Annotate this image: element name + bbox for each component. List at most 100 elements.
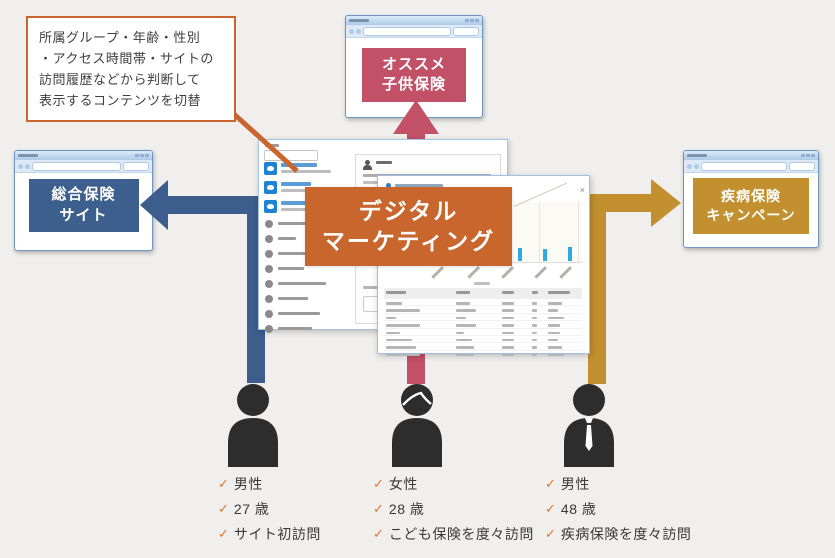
sidebar-app-item xyxy=(264,200,321,213)
cell-text-bar xyxy=(386,331,400,335)
cell-text-bar xyxy=(548,316,564,320)
cell-text-bar xyxy=(548,346,562,349)
cell-text-bar xyxy=(502,302,514,305)
cell-text-bar xyxy=(548,309,558,312)
attribute-text: 疾病保険を度々訪問 xyxy=(560,526,692,542)
forward-button-icon xyxy=(25,163,30,169)
person-icon xyxy=(365,160,370,165)
close-icon: × xyxy=(579,185,585,195)
chart-bar xyxy=(568,247,572,261)
persona-attributes-1: ✓男性 ✓27 歳 ✓サイト初訪問 xyxy=(218,476,321,551)
table-row xyxy=(384,298,582,305)
forward-button-icon xyxy=(694,163,699,169)
digital-marketing-box: デジタル マーケティング xyxy=(305,187,512,266)
forward-button-icon xyxy=(356,28,361,34)
table-row xyxy=(384,312,582,320)
browser-addressbar xyxy=(15,160,152,173)
attribute-row: ✓48 歳 xyxy=(545,501,691,517)
cell-text-bar xyxy=(548,331,560,335)
sidebar-app-item xyxy=(264,181,327,194)
cell-text-bar xyxy=(548,324,560,327)
person-icon xyxy=(363,165,372,170)
placeholder-link-bar xyxy=(281,201,315,205)
list-bullet-icon xyxy=(265,324,273,333)
sidebar-list-item xyxy=(259,246,354,261)
window-title-text xyxy=(349,19,369,22)
cell-text-bar xyxy=(548,353,564,357)
placeholder-link-bar xyxy=(281,182,311,186)
back-button-icon xyxy=(687,163,692,169)
placeholder-text-bar xyxy=(278,297,308,300)
sidebar-list-item xyxy=(259,306,354,321)
attribute-row: ✓女性 xyxy=(373,476,534,492)
list-bullet-icon xyxy=(265,264,273,273)
destination-label-left: 総合保険 サイト xyxy=(28,179,139,232)
window-title-text xyxy=(687,154,707,157)
placeholder-link-bar xyxy=(281,163,317,167)
cell-text-bar xyxy=(532,346,537,349)
check-icon: ✓ xyxy=(545,526,556,541)
sidebar-list-item xyxy=(259,276,354,291)
chart-bar xyxy=(543,249,547,261)
placeholder-text-bar xyxy=(278,267,304,270)
list-bullet-icon xyxy=(265,279,273,288)
window-controls-icon xyxy=(135,154,149,157)
table-row xyxy=(384,305,582,312)
cell-text-bar xyxy=(386,346,416,349)
attribute-text: 男性 xyxy=(560,476,590,492)
browser-content: オススメ 子供保険 xyxy=(346,38,482,117)
persona-attributes-3: ✓ 男性 ✓48 歳 ✓ 疾病保険を度々訪問 xyxy=(545,476,691,551)
attribute-row: ✓ 男性 xyxy=(545,476,691,492)
cell-text-bar xyxy=(532,309,537,312)
attribute-text: 48 歳 xyxy=(560,501,597,517)
axis-title-bar xyxy=(474,282,490,285)
cell-text-bar xyxy=(386,324,420,327)
list-bullet-icon xyxy=(265,294,273,303)
cell-text-bar xyxy=(532,324,537,327)
placeholder-text-bar xyxy=(281,189,327,192)
check-icon: ✓ xyxy=(545,476,556,491)
persona-icon-male-tie xyxy=(564,384,614,467)
address-input xyxy=(701,161,787,171)
column-header-bar xyxy=(532,291,538,294)
cell-text-bar xyxy=(502,316,514,320)
window-controls-icon xyxy=(801,154,815,157)
cell-text-bar xyxy=(532,353,537,357)
search-input xyxy=(789,161,815,171)
browser-titlebar xyxy=(15,151,152,160)
cell-text-bar xyxy=(456,324,476,327)
cell-text-bar xyxy=(386,338,412,342)
cell-text-bar xyxy=(532,302,537,305)
browser-window-left: 総合保険 サイト xyxy=(14,150,153,251)
browser-addressbar xyxy=(346,25,482,38)
cell-text-bar xyxy=(386,353,420,357)
sidebar-app-item xyxy=(264,162,331,175)
table-row xyxy=(384,342,582,349)
cell-text-bar xyxy=(456,316,466,320)
cell-text-bar xyxy=(502,353,514,357)
column-header-bar xyxy=(502,291,514,294)
browser-content: 疾病保険 キャンペーン xyxy=(684,173,818,247)
cell-text-bar xyxy=(548,338,558,342)
check-icon: ✓ xyxy=(373,526,384,541)
dashboard-sidebar-list xyxy=(259,216,354,336)
status-dot-icon xyxy=(386,183,391,188)
placeholder-text-bar xyxy=(281,170,331,173)
column-header-bar xyxy=(456,291,470,294)
sidebar-list-item xyxy=(259,291,354,306)
check-icon: ✓ xyxy=(218,526,229,541)
cell-text-bar xyxy=(386,309,420,312)
table-row xyxy=(384,320,582,327)
placeholder-text-bar xyxy=(278,327,312,330)
placeholder-text-bar xyxy=(376,161,392,164)
persona-icon-male xyxy=(228,384,278,467)
browser-titlebar xyxy=(684,151,818,160)
sidebar-list-item xyxy=(259,321,354,336)
cell-text-bar xyxy=(502,324,514,327)
sidebar-list-item xyxy=(259,261,354,276)
search-input xyxy=(123,161,149,171)
cell-text-bar xyxy=(502,331,514,335)
destination-label-top: オススメ 子供保険 xyxy=(362,48,466,102)
placeholder-text-bar xyxy=(281,208,321,211)
